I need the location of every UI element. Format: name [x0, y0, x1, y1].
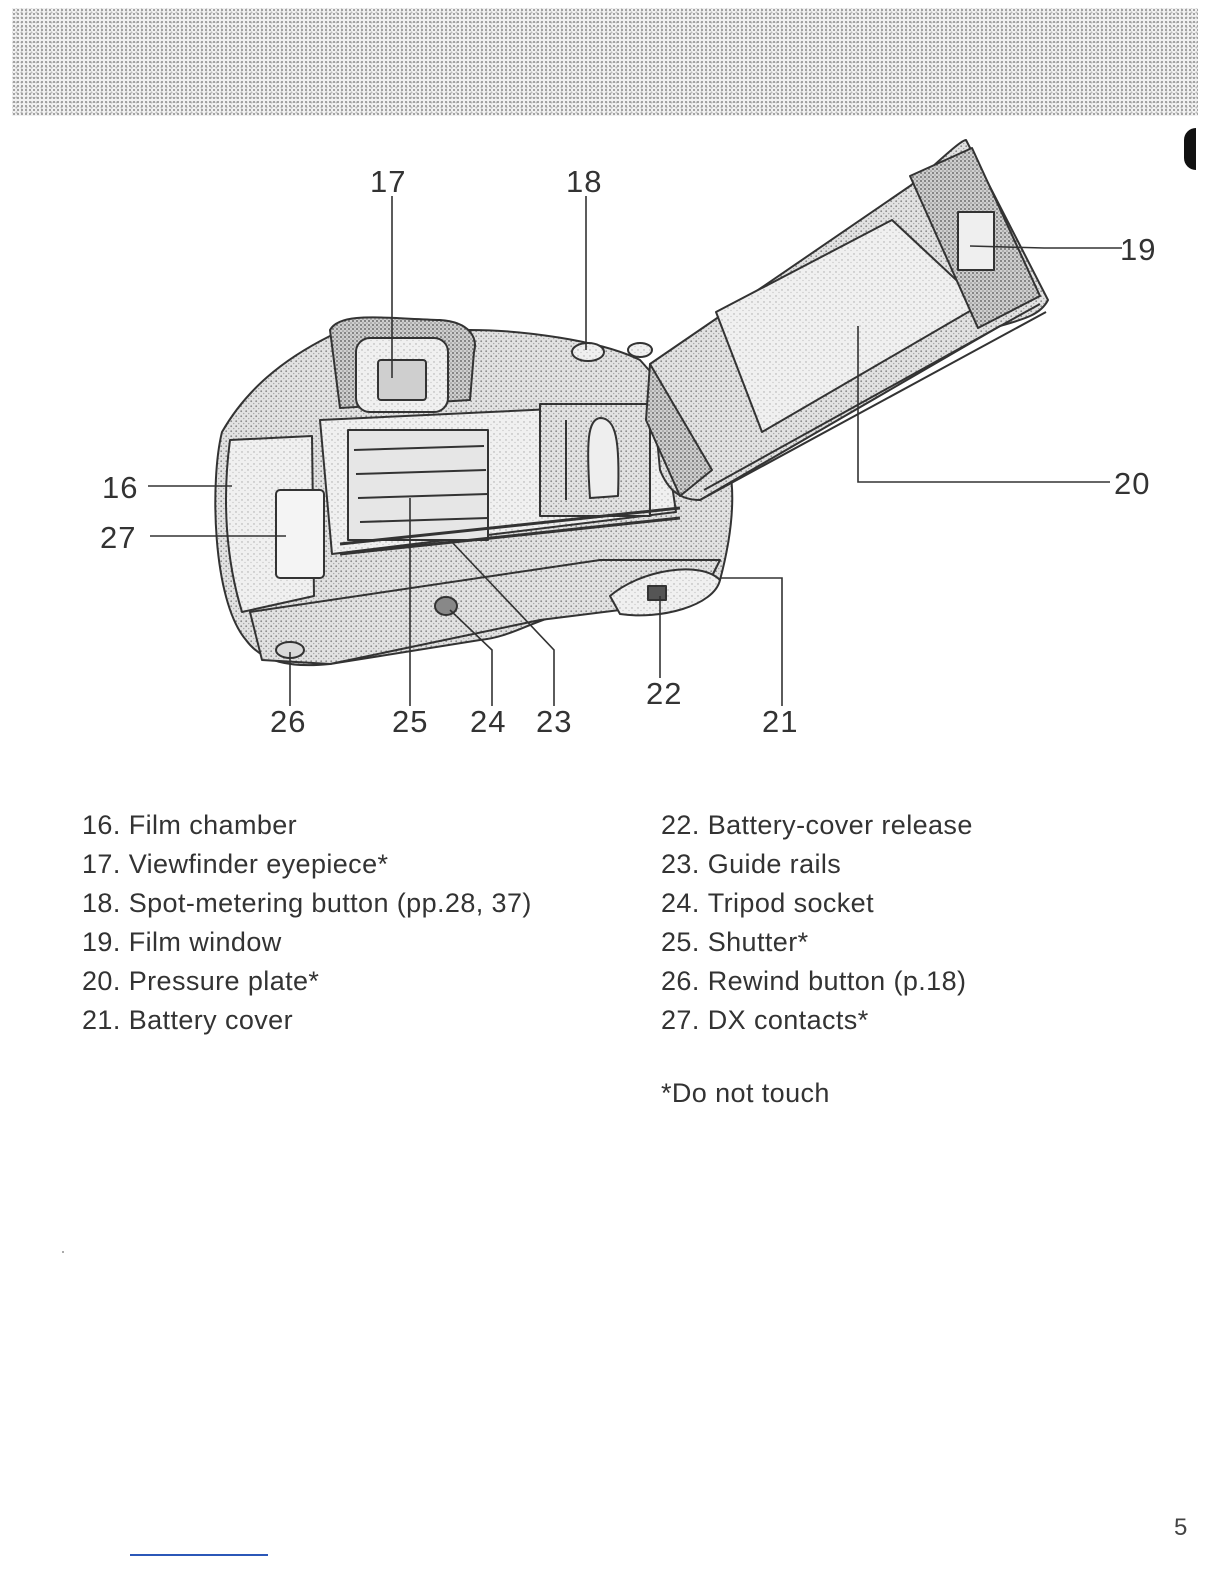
page-number: 5: [1174, 1514, 1187, 1542]
callout-23: 23: [536, 706, 572, 737]
legend-number: 25.: [661, 923, 700, 962]
legend-label: Battery cover: [129, 1005, 293, 1035]
legend-label: Pressure plate*: [129, 966, 320, 996]
legend-label: Spot-metering button (pp.28, 37): [129, 888, 532, 918]
legend-number: 19.: [82, 923, 121, 962]
callout-27: 27: [100, 522, 136, 553]
legend-item: 18. Spot-metering button (pp.28, 37): [82, 884, 582, 923]
legend-item: 25. Shutter*: [661, 923, 1161, 962]
legend-item: 26. Rewind button (p.18): [661, 962, 1161, 1001]
callout-19: 19: [1120, 234, 1156, 265]
callout-16: 16: [102, 472, 138, 503]
callout-24: 24: [470, 706, 506, 737]
legend-label: Guide rails: [708, 849, 841, 879]
callout-18: 18: [566, 166, 602, 197]
legend-item: 17. Viewfinder eyepiece*: [82, 845, 582, 884]
camera-illustration: [0, 0, 1224, 760]
legend-right: 22.Battery-cover release 23.Guide rails …: [661, 806, 1161, 1040]
callout-20: 20: [1114, 468, 1150, 499]
legend-item: 20. Pressure plate*: [82, 962, 582, 1001]
callout-22: 22: [646, 678, 682, 709]
leader-21: [720, 578, 782, 706]
callout-21: 21: [762, 706, 798, 737]
legend-number: 17.: [82, 845, 121, 884]
legend-number: 18.: [82, 884, 121, 923]
legend-label: DX contacts*: [708, 1005, 869, 1035]
callout-26: 26: [270, 706, 306, 737]
legend-item: 21. Battery cover: [82, 1001, 582, 1040]
legend-label: Tripod socket: [708, 888, 874, 918]
legend-item: 19. Film window: [82, 923, 582, 962]
camera-back-diagram: 17 18 19 20 16 27 26 25 24 23 22 21: [0, 0, 1224, 760]
legend-item: 23. Guide rails: [661, 845, 1161, 884]
footer-rule: [130, 1554, 268, 1556]
legend-number: 16.: [82, 806, 121, 845]
legend-number: 21.: [82, 1001, 121, 1040]
legend-label: Shutter*: [708, 927, 809, 957]
legend-label: Battery-cover release: [708, 810, 973, 840]
legend-label: Film window: [129, 927, 282, 957]
legend-number: 23.: [661, 845, 700, 884]
legend-number: 26.: [661, 962, 700, 1001]
legend-number: 24.: [661, 884, 700, 923]
legend-item: 24. Tripod socket: [661, 884, 1161, 923]
scan-speck: [62, 1251, 64, 1253]
footnote: *Do not touch: [661, 1078, 830, 1109]
legend-item: 27. DX contacts*: [661, 1001, 1161, 1040]
legend-number: 22.: [661, 806, 700, 845]
legend-left: 16.Film chamber 17.Viewfinder eyepiece* …: [82, 806, 582, 1040]
legend-item: 22. Battery-cover release: [661, 806, 1161, 845]
legend-item: 16. Film chamber: [82, 806, 582, 845]
legend-label: Rewind button (p.18): [708, 966, 967, 996]
legend-label: Viewfinder eyepiece*: [129, 849, 389, 879]
callout-17: 17: [370, 166, 406, 197]
legend-number: 27.: [661, 1001, 700, 1040]
legend-label: Film chamber: [129, 810, 297, 840]
callout-25: 25: [392, 706, 428, 737]
legend-number: 20.: [82, 962, 121, 1001]
camera-back-door: [646, 140, 1048, 500]
